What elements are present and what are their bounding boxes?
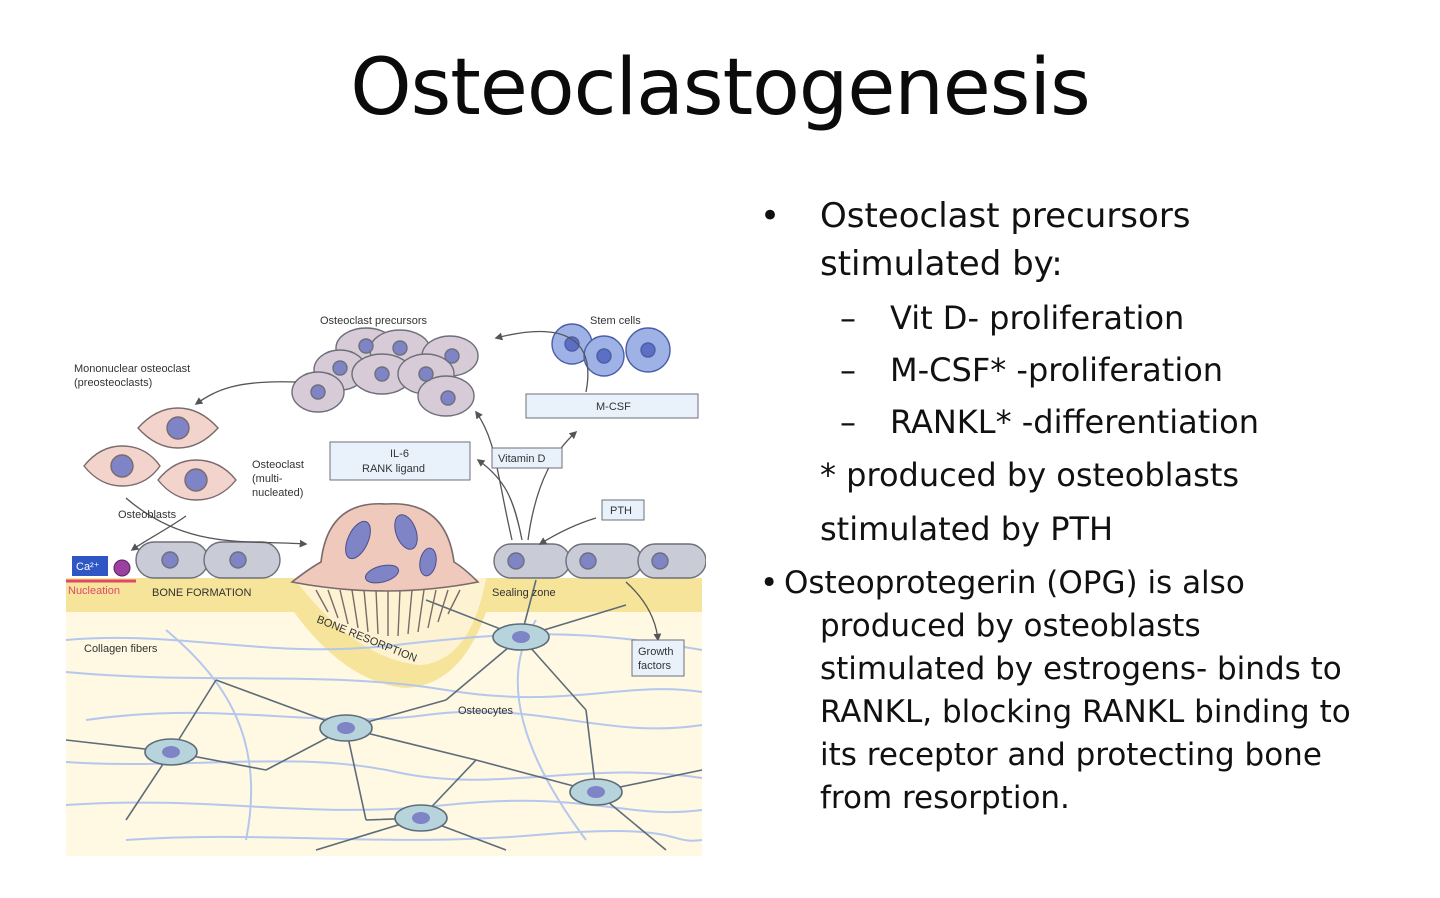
label-osteoclast-precursors: Osteoclast precursors	[320, 315, 427, 327]
bullet2-line: stimulated by estrogens- binds to	[820, 651, 1342, 687]
label-vitamin-d: Vitamin D	[498, 453, 546, 465]
label-nucleation: Nucleation	[68, 585, 120, 597]
ca-box	[72, 556, 108, 576]
dash-marker: –	[840, 403, 856, 441]
label-rank-ligand: RANK ligand	[362, 463, 425, 475]
sub-item: –Vit D- proliferation	[760, 292, 1420, 344]
pth-box	[601, 499, 645, 521]
osteoclast-precursors	[291, 327, 479, 417]
collagen-fibers	[66, 619, 703, 842]
bullet-dot: •	[760, 565, 779, 601]
label-osteoclast-3: nucleated)	[252, 487, 303, 499]
osteoblasts-left	[135, 541, 281, 579]
sub-item-text: Vit D- proliferation	[890, 299, 1185, 337]
label-pth: PTH	[610, 505, 632, 517]
osteoclast	[290, 503, 480, 637]
bullet2-line: its receptor and protecting bone	[820, 737, 1322, 773]
label-osteoclast-2: (multi-	[252, 473, 283, 485]
label-factors: factors	[638, 660, 672, 672]
bullet-dot: •	[760, 196, 781, 236]
label-osteoclast-1: Osteoclast	[252, 459, 304, 471]
bone-remodeling-figure: Ca²⁺	[66, 300, 706, 856]
ca-label: Ca²⁺	[76, 561, 100, 573]
slide-title: Osteoclastogenesis	[350, 43, 1091, 133]
il6-rankl-box	[329, 441, 471, 481]
sub-item-text: M-CSF* -proliferation	[890, 351, 1224, 389]
label-il6: IL-6	[390, 448, 409, 460]
bullet-opg: • Osteoprotegerin (OPG) is also produced…	[760, 562, 1420, 820]
crystal-icon	[113, 559, 131, 577]
bullet2-line: RANKL, blocking RANKL binding to	[820, 694, 1351, 730]
label-osteoblasts: Osteoblasts	[118, 509, 177, 521]
note-line1: * produced by osteoblasts	[820, 456, 1240, 494]
growth-factors-box	[631, 639, 685, 677]
sub-list: –Vit D- proliferation –M-CSF* -prolifera…	[760, 292, 1420, 448]
vitamin-d-box	[491, 447, 563, 469]
bullet2-line: Osteoprotegerin (OPG) is also	[784, 565, 1245, 601]
osteoid-layer	[66, 578, 702, 688]
osteoblasts-right	[493, 543, 706, 579]
label-mcsf: M-CSF	[596, 401, 631, 413]
bullet1-line1: Osteoclast precursors	[820, 196, 1191, 236]
mcsf-box	[525, 393, 699, 419]
sub-item: –RANKL* -differentiation	[760, 396, 1420, 448]
sub-item: –M-CSF* -proliferation	[760, 344, 1420, 396]
dash-marker: –	[840, 351, 856, 389]
label-growth: Growth	[638, 646, 673, 658]
preosteoclasts	[83, 407, 237, 501]
bullet-precursors: • Osteoclast precursors stimulated by:	[760, 192, 1420, 288]
note-line2: stimulated by PTH	[820, 510, 1114, 548]
dash-marker: –	[840, 299, 856, 337]
osteocytes	[66, 579, 703, 851]
bullet2-line: produced by osteoblasts	[820, 608, 1201, 644]
text-column: • Osteoclast precursors stimulated by: –…	[760, 192, 1420, 820]
bullet2-line: from resorption.	[820, 780, 1070, 816]
label-mononuclear-1: Mononuclear osteoclast	[74, 363, 190, 375]
label-collagen-fibers: Collagen fibers	[84, 643, 158, 655]
label-stem-cells: Stem cells	[590, 315, 641, 327]
bone-remodeling-diagram: Ca²⁺	[66, 315, 706, 856]
bullet1-line2: stimulated by:	[820, 244, 1063, 284]
label-osteocytes: Osteocytes	[458, 705, 514, 717]
sub-item-text: RANKL* -differentiation	[890, 403, 1259, 441]
label-bone-formation: BONE FORMATION	[152, 587, 251, 599]
stem-cells	[551, 323, 671, 377]
label-mononuclear-2: (preosteoclasts)	[74, 377, 152, 389]
label-sealing-zone: Sealing zone	[492, 587, 556, 599]
